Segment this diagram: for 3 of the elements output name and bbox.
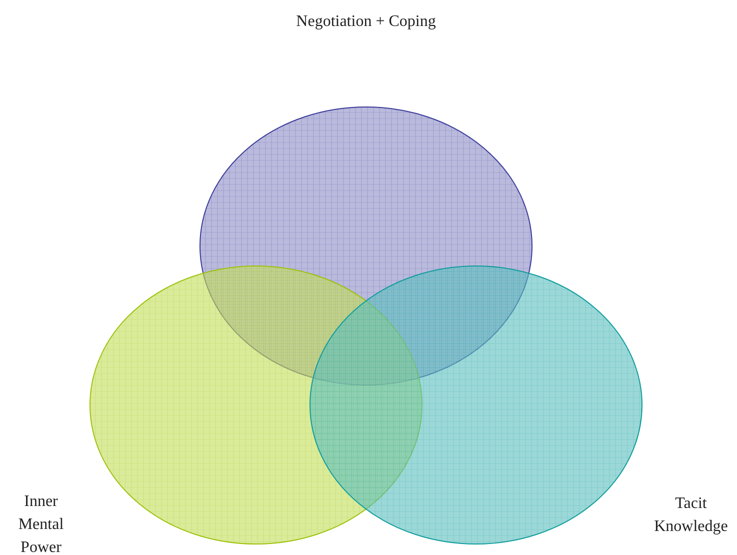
set-label: Tacit Knowledge bbox=[653, 494, 729, 537]
set-label: Negotiation + Coping bbox=[295, 12, 437, 32]
set-label: Inner Mental Power bbox=[17, 492, 65, 555]
